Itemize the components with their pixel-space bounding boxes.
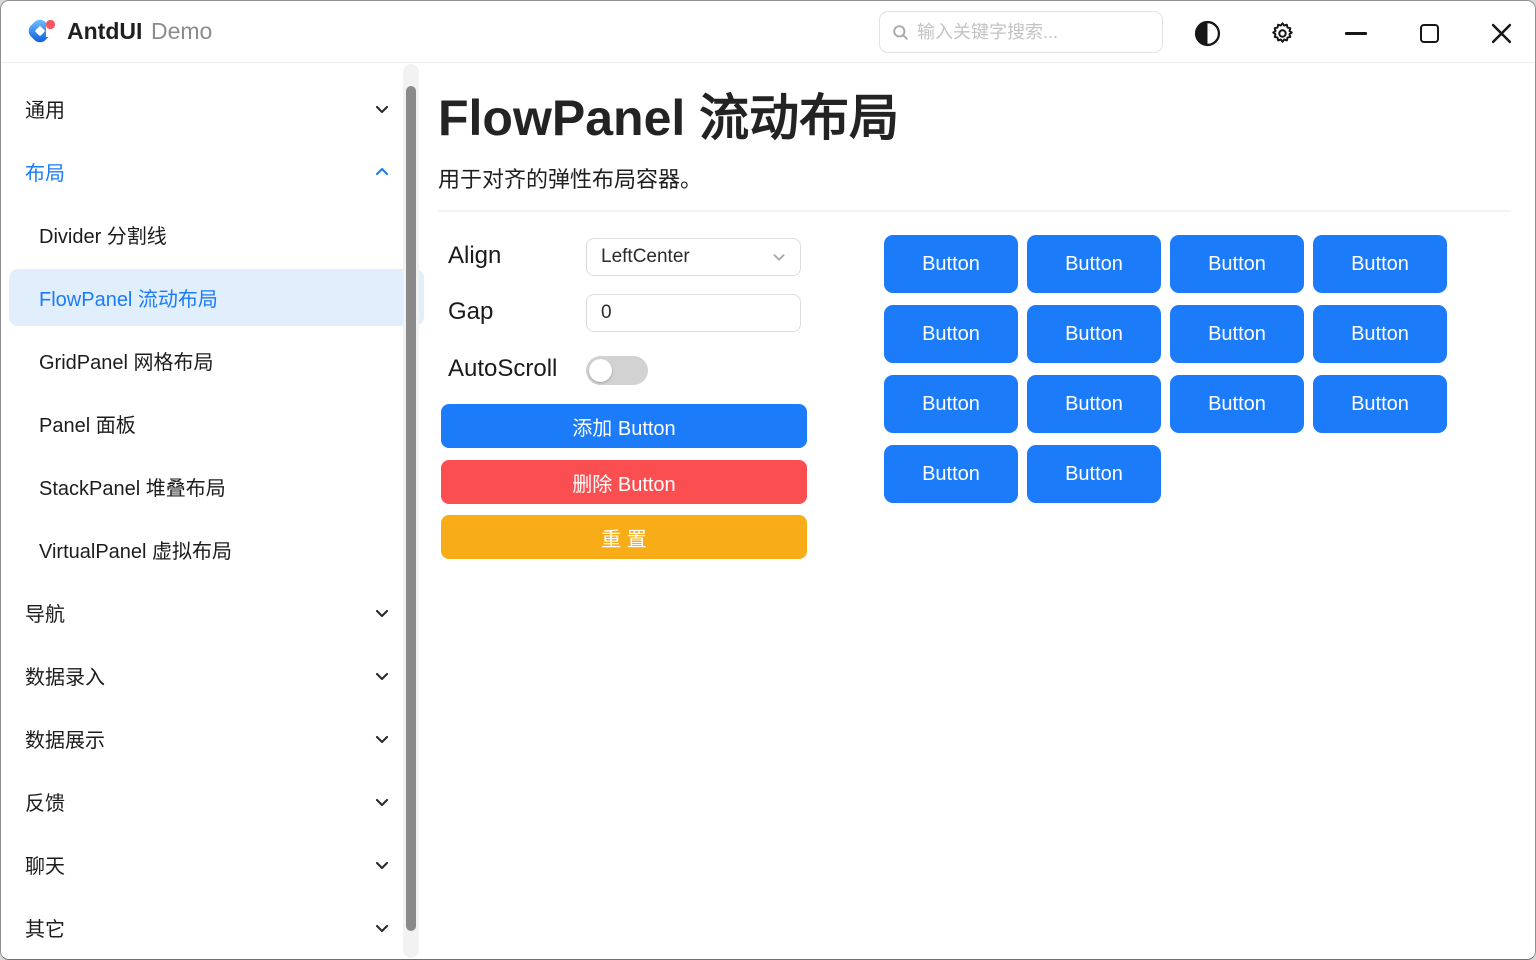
sidebar-group-label: 导航: [25, 604, 65, 626]
maximize-icon: [1419, 23, 1439, 43]
sidebar-item-flowpanel[interactable]: FlowPanel 流动布局: [1, 266, 426, 329]
sidebar-item-panel[interactable]: Panel 面板: [1, 392, 426, 455]
demo-button[interactable]: Button: [1170, 235, 1304, 293]
sidebar-item-label: VirtualPanel 虚拟布局: [39, 541, 233, 563]
sidebar-group-data-entry[interactable]: 数据录入: [1, 644, 426, 707]
search-box[interactable]: [879, 11, 1163, 53]
sidebar-item-label: Divider 分割线: [39, 226, 167, 248]
reset-button-action[interactable]: 重 置: [441, 515, 807, 559]
sidebar-group-general[interactable]: 通用: [1, 77, 426, 140]
demo-button[interactable]: Button: [884, 305, 1018, 363]
sidebar-group-label: 通用: [25, 100, 65, 122]
align-select-value: LeftCenter: [601, 246, 690, 267]
sidebar-group-label: 数据录入: [25, 667, 105, 689]
chevron-down-icon: [770, 248, 788, 266]
titlebar: AntdUI Demo: [1, 1, 1535, 63]
sidebar-item-stackpanel[interactable]: StackPanel 堆叠布局: [1, 455, 426, 518]
sidebar-item-label: FlowPanel 流动布局: [39, 289, 218, 311]
demo-button[interactable]: Button: [1027, 235, 1161, 293]
demo-button[interactable]: Button: [1027, 375, 1161, 433]
search-icon: [893, 24, 908, 40]
chevron-down-icon: [372, 99, 392, 119]
chevron-down-icon: [372, 729, 392, 749]
page-subtitle: 用于对齐的弹性布局容器。: [438, 167, 703, 192]
gap-input[interactable]: [586, 294, 801, 332]
sidebar-group-label: 其它: [25, 919, 65, 941]
demo-button[interactable]: Button: [884, 235, 1018, 293]
app-subtitle: Demo: [151, 18, 213, 44]
demo-button[interactable]: Button: [1313, 305, 1447, 363]
settings-gear-icon: [1271, 21, 1293, 43]
sidebar-group-data-display[interactable]: 数据展示: [1, 707, 426, 770]
sidebar-group-other[interactable]: 其它: [1, 896, 426, 959]
align-label: Align: [448, 242, 502, 269]
demo-button[interactable]: Button: [884, 445, 1018, 503]
sidebar-group-label: 数据展示: [25, 730, 105, 752]
sidebar-item-label: GridPanel 网格布局: [39, 352, 214, 374]
demo-button[interactable]: Button: [1170, 305, 1304, 363]
delete-button-action[interactable]: 删除 Button: [441, 460, 807, 504]
theme-contrast-icon: [1194, 20, 1220, 46]
add-button-action[interactable]: 添加 Button: [441, 404, 807, 448]
app-title: AntdUI: [67, 18, 143, 44]
demo-button[interactable]: Button: [1170, 375, 1304, 433]
maximize-button[interactable]: [1411, 15, 1447, 51]
chevron-down-icon: [372, 918, 392, 938]
demo-button[interactable]: Button: [1313, 235, 1447, 293]
minimize-button[interactable]: [1338, 15, 1374, 51]
sidebar-group-label: 布局: [25, 163, 65, 185]
app-logo-icon: [28, 19, 59, 43]
sidebar-item-virtualpanel[interactable]: VirtualPanel 虚拟布局: [1, 518, 426, 581]
sidebar-group-label: 聊天: [25, 856, 65, 878]
sidebar-item-label: Panel 面板: [39, 415, 136, 437]
chevron-down-icon: [372, 792, 392, 812]
autoscroll-label: AutoScroll: [448, 355, 558, 382]
close-icon: [1491, 23, 1511, 43]
sidebar-group-feedback[interactable]: 反馈: [1, 770, 426, 833]
chevron-down-icon: [372, 603, 392, 623]
flowpanel-demo-area: Button Button Button Button Button Butto…: [884, 235, 1459, 503]
sidebar-item-label: StackPanel 堆叠布局: [39, 478, 226, 500]
chevron-down-icon: [372, 666, 392, 686]
sidebar-group-label: 反馈: [25, 793, 65, 815]
demo-button[interactable]: Button: [1313, 375, 1447, 433]
minimize-icon: [1345, 31, 1367, 35]
settings-button[interactable]: [1264, 15, 1300, 51]
sidebar-item-gridpanel[interactable]: GridPanel 网格布局: [1, 329, 426, 392]
sidebar-group-navigation[interactable]: 导航: [1, 581, 426, 644]
search-input[interactable]: [917, 21, 1147, 43]
page-title: FlowPanel 流动布局: [438, 90, 900, 146]
demo-button[interactable]: Button: [1027, 445, 1161, 503]
demo-button[interactable]: Button: [884, 375, 1018, 433]
sidebar-item-divider[interactable]: Divider 分割线: [1, 203, 426, 266]
autoscroll-toggle-knob: [589, 359, 612, 382]
align-select[interactable]: LeftCenter: [586, 238, 801, 276]
demo-button[interactable]: Button: [1027, 305, 1161, 363]
sidebar-group-chat[interactable]: 聊天: [1, 833, 426, 896]
theme-toggle-button[interactable]: [1189, 15, 1225, 51]
chevron-down-icon: [372, 855, 392, 875]
sidebar-scrollbar[interactable]: [403, 64, 419, 958]
sidebar-group-layout[interactable]: 布局: [1, 140, 426, 203]
section-divider: [438, 210, 1511, 212]
autoscroll-toggle[interactable]: [586, 356, 648, 385]
main-content: FlowPanel 流动布局 用于对齐的弹性布局容器。 Align LeftCe…: [426, 64, 1535, 959]
chevron-up-icon: [372, 162, 392, 182]
close-button[interactable]: [1483, 15, 1519, 51]
sidebar: 通用 布局 Divider 分割线 FlowPanel 流动布局 GridPan…: [1, 64, 426, 959]
sidebar-scrollbar-thumb[interactable]: [406, 86, 416, 931]
gap-label: Gap: [448, 298, 494, 325]
